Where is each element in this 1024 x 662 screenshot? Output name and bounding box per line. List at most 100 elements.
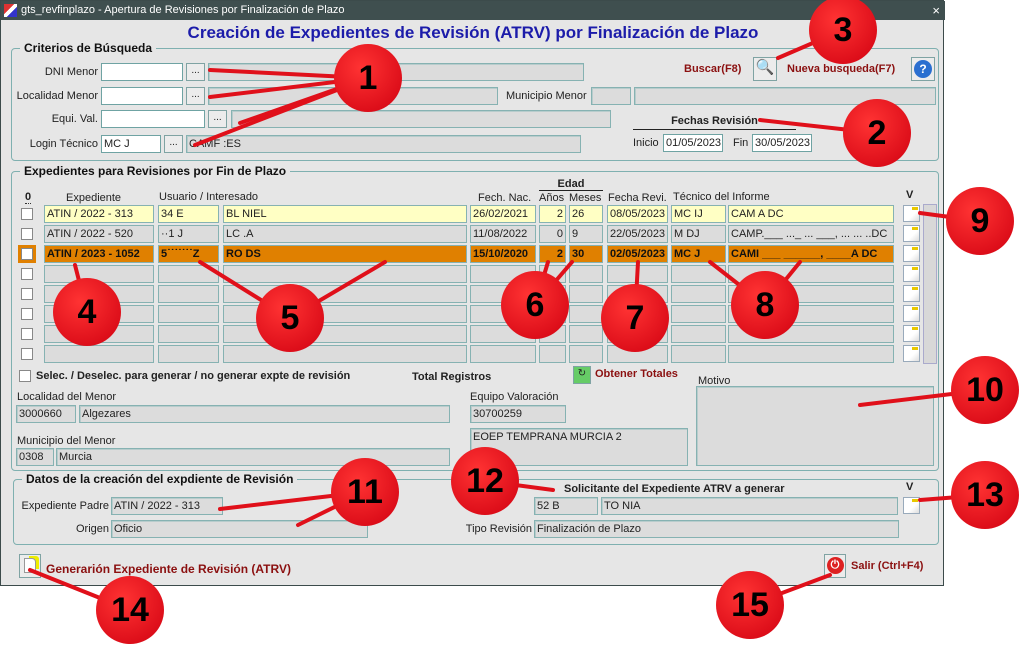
row-checkbox[interactable]: [21, 208, 33, 220]
cell-name[interactable]: LC .A: [223, 225, 467, 243]
table-scrollbar[interactable]: [923, 204, 937, 364]
search-criteria-legend: Criterios de Búsqueda: [20, 41, 157, 55]
cell-dni[interactable]: [158, 285, 219, 303]
row-view-button[interactable]: [903, 345, 920, 362]
cell-name[interactable]: RO DS: [223, 245, 467, 263]
cell-fnac[interactable]: [470, 345, 536, 363]
cell-dni[interactable]: ··1 J: [158, 225, 219, 243]
new-search-label[interactable]: Nueva busqueda(F7): [787, 63, 896, 75]
cell-dni[interactable]: [158, 345, 219, 363]
select-all-label: Selec. / Deselec. para generar / no gene…: [36, 370, 351, 382]
search-button[interactable]: 🔍: [753, 57, 777, 81]
generar-label[interactable]: Generarión Expediente de Revisión (ATRV): [46, 562, 291, 576]
cell-tlogin[interactable]: [671, 325, 726, 343]
app-window: gts_revfinplazo - Apertura de Revisiones…: [0, 0, 945, 586]
cell-frevi[interactable]: 02/05/2023: [607, 245, 668, 263]
cell-exp[interactable]: ATIN / 2022 - 520: [44, 225, 154, 243]
cell-meses[interactable]: 9: [569, 225, 603, 243]
row-checkbox[interactable]: [21, 328, 33, 340]
cell-tlogin[interactable]: M DJ: [671, 225, 726, 243]
cell-frevi[interactable]: 22/05/2023: [607, 225, 668, 243]
solicitante-v-label: V: [906, 481, 914, 493]
annotation-7: 7: [601, 284, 669, 352]
cell-exp[interactable]: ATIN / 2022 - 313: [44, 205, 154, 223]
cell-tlogin[interactable]: [671, 345, 726, 363]
dni-lov-button[interactable]: ...: [186, 63, 205, 81]
fechas-title: Fechas Revisión: [633, 115, 796, 130]
localidad-lov-button[interactable]: ...: [186, 87, 205, 105]
localidad-input[interactable]: [101, 87, 183, 105]
cell-tlogin[interactable]: [671, 285, 726, 303]
equi-lov-button[interactable]: ...: [208, 110, 227, 128]
row-view-button[interactable]: [903, 325, 920, 342]
cell-dni[interactable]: [158, 325, 219, 343]
cell-meses[interactable]: 26: [569, 205, 603, 223]
select-all-checkbox[interactable]: [19, 370, 31, 382]
header-v: V: [906, 189, 914, 201]
row-view-button[interactable]: [903, 265, 920, 282]
equipo-label: Equipo Valoración: [470, 391, 559, 403]
row-view-button[interactable]: [903, 305, 920, 322]
row-checkbox[interactable]: [21, 228, 33, 240]
cell-name[interactable]: [223, 265, 467, 283]
magnifier-icon: 🔍: [755, 59, 775, 76]
obtener-totales-button[interactable]: ↻: [573, 366, 591, 384]
cell-anos[interactable]: 0: [539, 225, 566, 243]
cell-dni[interactable]: [158, 305, 219, 323]
cell-tname[interactable]: [728, 345, 894, 363]
solicitante-view-button[interactable]: [903, 497, 920, 514]
cell-dni[interactable]: 34 E: [158, 205, 219, 223]
row-view-button[interactable]: [903, 225, 920, 242]
cell-tlogin[interactable]: [671, 305, 726, 323]
row-view-button[interactable]: [903, 285, 920, 302]
row-checkbox[interactable]: [18, 245, 36, 263]
origen-label: Origen: [75, 523, 109, 535]
cell-fnac[interactable]: 15/10/2020: [470, 245, 536, 263]
cell-exp[interactable]: [44, 345, 154, 363]
cell-dni[interactable]: 5˙˙˙˙˙˙˙Z: [158, 245, 219, 263]
cell-tname[interactable]: CAMP.___ ..._ ... ___, ... ... ..DC: [728, 225, 894, 243]
cell-tlogin[interactable]: MC IJ: [671, 205, 726, 223]
inicio-date-input[interactable]: 01/05/2023: [663, 134, 723, 152]
row-checkbox[interactable]: [21, 348, 33, 360]
municipio-label: Municipio Menor: [506, 90, 587, 102]
cell-frevi[interactable]: 08/05/2023: [607, 205, 668, 223]
dni-input[interactable]: [101, 63, 183, 81]
cell-meses[interactable]: [569, 285, 603, 303]
row-checkbox[interactable]: [21, 288, 33, 300]
new-search-button[interactable]: ?: [911, 57, 935, 81]
cell-meses[interactable]: [569, 265, 603, 283]
annotation-1: 1: [334, 44, 402, 112]
cell-name[interactable]: BL NIEL: [223, 205, 467, 223]
search-label[interactable]: Buscar(F8): [684, 63, 742, 75]
close-icon[interactable]: ×: [932, 3, 940, 18]
cell-anos[interactable]: 2: [539, 205, 566, 223]
cell-exp[interactable]: ATIN / 2023 - 1052: [44, 245, 154, 263]
obtener-totales-label[interactable]: Obtener Totales: [595, 368, 678, 380]
cell-fnac[interactable]: 11/08/2022: [470, 225, 536, 243]
row-view-button[interactable]: [903, 245, 920, 262]
salir-label[interactable]: Salir (Ctrl+F4): [851, 560, 924, 572]
annotation-6: 6: [501, 271, 569, 339]
login-lov-button[interactable]: ...: [164, 135, 183, 153]
equi-label: Equi. Val.: [51, 113, 98, 125]
fin-date-input[interactable]: 30/05/2023: [752, 134, 812, 152]
selected-count: 0: [25, 191, 32, 204]
cell-meses[interactable]: [569, 345, 603, 363]
salir-button[interactable]: ⏻: [824, 554, 846, 578]
cell-tname[interactable]: CAMI ___ ______, ____A DC: [728, 245, 894, 263]
cell-meses[interactable]: [569, 325, 603, 343]
cell-fnac[interactable]: 26/02/2021: [470, 205, 536, 223]
row-checkbox[interactable]: [21, 308, 33, 320]
row-checkbox[interactable]: [21, 268, 33, 280]
cell-tname[interactable]: CAM A DC: [728, 205, 894, 223]
cell-anos[interactable]: [539, 345, 566, 363]
solicitante-dni-field: 52 B: [534, 497, 598, 515]
equi-input[interactable]: [101, 110, 205, 128]
cell-anos[interactable]: 2: [539, 245, 566, 263]
cell-meses[interactable]: 30: [569, 245, 603, 263]
header-anos: Años: [539, 192, 565, 204]
solicitante-title: Solicitante del Expediente ATRV a genera…: [564, 483, 785, 495]
login-input[interactable]: MC J: [101, 135, 161, 153]
cell-tlogin[interactable]: MC J: [671, 245, 726, 263]
